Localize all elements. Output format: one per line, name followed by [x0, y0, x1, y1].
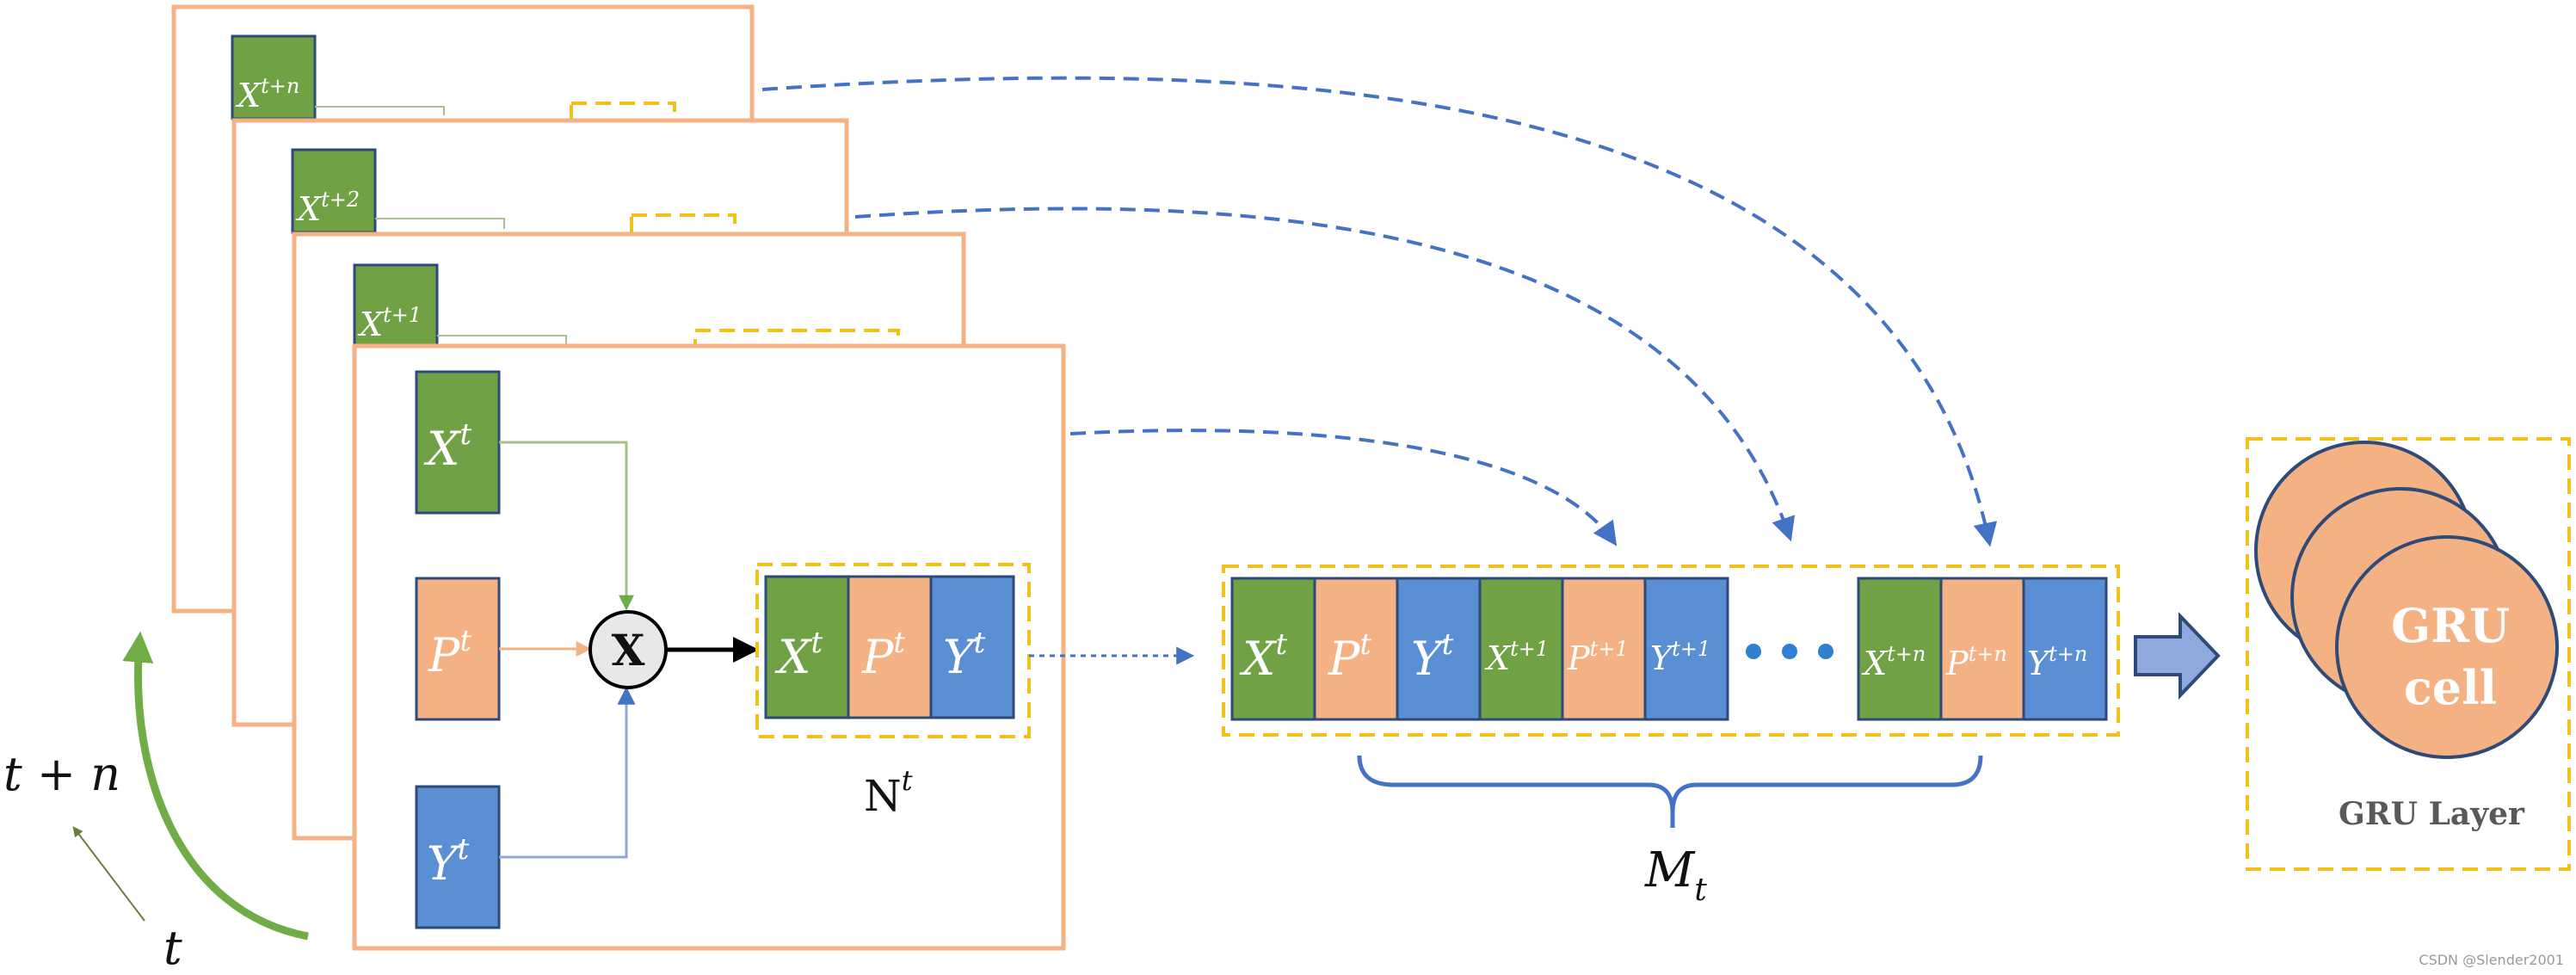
seq-label-p-t: Pt	[1328, 627, 1371, 686]
sequence-to-gru-arrow	[2134, 612, 2221, 700]
frame-t: Xt Pt Yt X Xt Pt Yt Nt	[352, 343, 1066, 951]
frame-t-to-sequence-curve	[1069, 429, 1618, 546]
seq-label-y-t: Yt	[1411, 627, 1454, 686]
concat-p-cell	[847, 575, 933, 719]
frame-t-plus-n-to-sequence-curve	[761, 76, 1998, 547]
sequence-dashed-box	[1222, 565, 2120, 737]
seq-label-x-tn: Xt+n	[1861, 642, 1926, 682]
y-input-cell	[415, 785, 501, 929]
label-x-t-plus-1: Xt+1	[357, 303, 422, 343]
x-input-label: Xt	[423, 417, 471, 476]
gru-layer-dashed-box	[2246, 437, 2571, 871]
seq-label-y-t1: Yt+1	[1650, 637, 1710, 677]
concat-y-cell	[929, 575, 1015, 719]
seq-cell-x-t	[1230, 577, 1316, 721]
x-cell-t-plus-n	[231, 34, 317, 120]
seq-label-p-tn: Pt+n	[1945, 642, 2007, 682]
concat-x-cell	[764, 575, 850, 719]
multiply-symbol: X	[612, 625, 645, 676]
concat-x-label: Xt	[774, 626, 823, 684]
time-curve-arrow	[122, 631, 309, 941]
ellipsis-dot	[1746, 644, 1761, 659]
time-thin-arrow	[72, 826, 145, 922]
seq-label-x-t1: Xt+1	[1484, 637, 1549, 677]
ellipsis-dot	[1782, 644, 1797, 659]
seq-cell-y-t	[1396, 577, 1482, 721]
gru-layer-label: GRU Layer	[2339, 796, 2525, 832]
seq-cell-x-t1	[1478, 577, 1564, 721]
sequence-m-t: Xt Pt Yt Xt+1 Pt+1 Yt+1 Xt+n Pt+n Yt+n M…	[1222, 565, 2120, 908]
p-input-label: Pt	[428, 624, 471, 682]
seq-cell-p-tn	[1939, 577, 2025, 721]
p-input-cell	[415, 577, 501, 721]
gru-cell-circle-front	[2335, 535, 2559, 759]
csdn-watermark: CSDN @Slender2001	[2419, 952, 2564, 968]
y-to-multiply-arrow	[499, 686, 636, 859]
seq-label-p-t1: Pt+1	[1567, 637, 1629, 677]
seq-label-x-t: Xt	[1239, 627, 1287, 686]
label-x-t-plus-n: Xt+n	[235, 74, 299, 114]
x-cell-t-plus-2	[291, 148, 377, 234]
time-label-t: t	[163, 921, 182, 975]
frame-t-plus-2-to-sequence-curve	[854, 207, 1796, 542]
concat-dashed-box	[755, 563, 1031, 738]
x-to-multiply-arrow	[499, 441, 634, 611]
seq-cell-p-t1	[1561, 577, 1647, 721]
concat-y-label: Yt	[943, 626, 986, 684]
sequence-label-m-t: Mt	[1644, 842, 1707, 908]
gru-cell-label-line2: cell	[2404, 660, 2497, 715]
y-input-label: Yt	[427, 832, 470, 891]
concat-p-label: Pt	[861, 626, 905, 684]
label-x-t-plus-2: Xt+2	[295, 188, 360, 228]
ellipsis-dot	[1818, 644, 1833, 659]
seq-cell-y-tn	[2022, 577, 2108, 721]
gru-layer: GRU cell GRU Layer	[2246, 437, 2571, 871]
seq-label-y-tn: Yt+n	[2027, 642, 2087, 682]
x-cell-t-plus-1	[353, 263, 439, 349]
sequence-brace	[1357, 755, 1983, 828]
seq-cell-p-t	[1313, 577, 1399, 721]
time-label-t-plus-n: t + n	[3, 747, 120, 801]
gru-cell-label-line1: GRU	[2391, 598, 2510, 653]
seq-cell-y-t1	[1643, 577, 1729, 721]
concat-label-n-t: Nt	[864, 764, 913, 821]
time-axis: t + n t	[3, 631, 309, 975]
